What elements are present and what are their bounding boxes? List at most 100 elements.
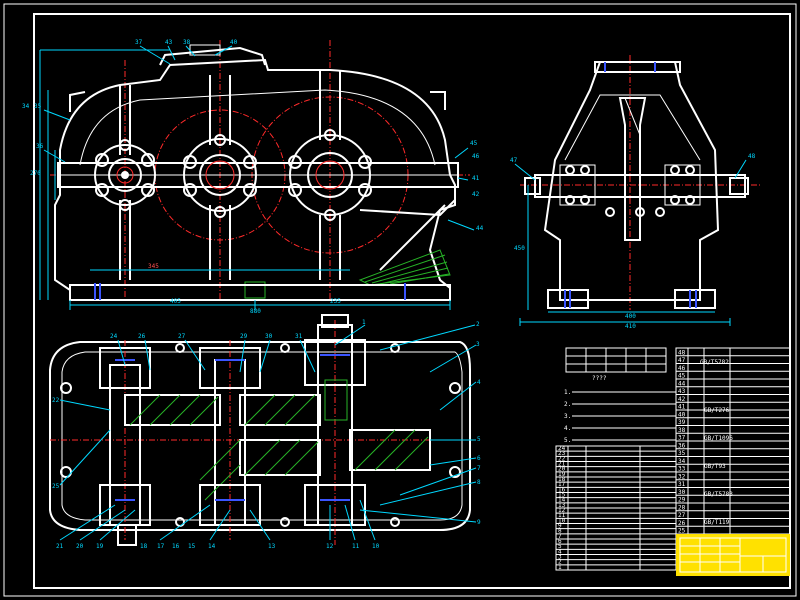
balloon-label: 40: [230, 39, 238, 46]
dimension-lines: [39, 49, 451, 310]
gear-section: [124, 394, 431, 501]
parts-row-number: 4: [558, 548, 562, 555]
note-line: 5.: [564, 437, 571, 444]
parts-row-number: 38: [678, 427, 686, 434]
balloon-label: 46: [472, 153, 480, 160]
bearing-housing: [94, 144, 156, 206]
balloon-label: 14: [208, 543, 216, 550]
dim-label: 270: [30, 170, 41, 177]
note-line: 2.: [564, 401, 571, 408]
balloon-label: 16: [172, 543, 180, 550]
std-code: GB/T1096: [704, 435, 733, 442]
note-line: 3.: [564, 413, 571, 420]
parts-row-number: 1: [558, 564, 562, 571]
balloon-label: 7: [477, 465, 481, 472]
parts-row-number: 46: [678, 365, 686, 372]
balloon-label: 27: [178, 333, 186, 340]
balloon-label: 43: [165, 39, 173, 46]
parts-row-number: 26: [678, 520, 686, 527]
parts-row-number: 11: [558, 512, 566, 519]
parts-row-number: 41: [678, 404, 686, 411]
parts-row-number: 32: [678, 473, 686, 480]
balloon-label: 19: [96, 543, 104, 550]
parts-row-number: 18: [558, 476, 566, 483]
balloon-label: 20: [76, 543, 84, 550]
balloon-label: 3: [476, 341, 480, 348]
side-view: [519, 55, 760, 326]
parts-row-number: 20: [558, 466, 566, 473]
balloon-label: 37: [135, 39, 143, 46]
parts-row-number: 42: [678, 396, 686, 403]
balloon-label: 48: [748, 153, 756, 160]
balloon-label: 35: [34, 103, 42, 110]
parts-row-number: 30: [678, 489, 686, 496]
balloon-label: 6: [477, 455, 481, 462]
parts-row-number: 28: [678, 504, 686, 511]
balloon-label: 29: [240, 333, 248, 340]
outer-frame: [3, 3, 797, 597]
parts-row-number: 25: [678, 528, 686, 535]
parts-row-number: 14: [558, 497, 566, 504]
parts-row-number: 24: [558, 445, 566, 452]
top-view: [49, 314, 471, 546]
balloon-label: 2: [476, 321, 480, 328]
balloon-label: 12: [326, 543, 334, 550]
parts-list: 242322212019181716151413121110987654321 …: [555, 347, 791, 571]
parts-row-number: 6: [558, 538, 562, 545]
parts-row-number: 13: [558, 502, 566, 509]
parts-row-number: 8: [558, 528, 562, 535]
std-code: GB/T5782: [700, 359, 729, 366]
std-code: GB/T119: [704, 519, 730, 526]
bearing-housing: [289, 134, 371, 216]
balloon-label: 17: [157, 543, 165, 550]
balloon-label: 9: [477, 519, 481, 526]
parts-row-number: 37: [678, 435, 686, 442]
parts-row-number: 19: [558, 471, 566, 478]
balloon-label: 24: [110, 333, 118, 340]
balloon-label: 45: [470, 140, 478, 147]
parts-row-number: 47: [678, 357, 686, 364]
parts-row-number: 34: [678, 458, 686, 465]
balloon-label: 21: [56, 543, 64, 550]
balloon-label: 11: [352, 543, 360, 550]
inner-frame: [33, 13, 791, 589]
parts-row-number: 45: [678, 373, 686, 380]
std-code: GB/T93: [704, 463, 726, 470]
parts-row-number: 31: [678, 481, 686, 488]
parts-row-number: 17: [558, 481, 566, 488]
balloon-label: 44: [476, 225, 484, 232]
parts-row-number: 22: [558, 455, 566, 462]
parts-row-number: 35: [678, 450, 686, 457]
balloon-label: 34: [22, 103, 30, 110]
dim-label: 450: [514, 245, 525, 252]
parts-row-number: 36: [678, 442, 686, 449]
balloon-label: 25: [52, 483, 60, 490]
parts-row-number: 2: [558, 559, 562, 566]
parts-row-number: 10: [558, 517, 566, 524]
balloon-label: 18: [140, 543, 148, 550]
balloon-label: 10: [372, 543, 380, 550]
balloon-label: 4: [477, 379, 481, 386]
balloon-label: 38: [183, 39, 191, 46]
dim-label: 345: [148, 263, 159, 270]
parts-row-number: 16: [558, 486, 566, 493]
parts-row-number: 3: [558, 553, 562, 560]
parts-row-number: 15: [558, 491, 566, 498]
dim-label: 235: [330, 298, 341, 305]
parts-row-number: 12: [558, 507, 566, 514]
parts-row-number: 9: [558, 522, 562, 529]
std-code: GB/T276: [704, 407, 730, 414]
parts-row-number: 29: [678, 497, 686, 504]
balloon-label: 8: [477, 479, 481, 486]
balloon-label: 31: [295, 333, 303, 340]
parts-row-number: 21: [558, 460, 566, 467]
balloon-label: 30: [265, 333, 273, 340]
front-view: [39, 40, 470, 310]
balloon-label: 36: [36, 143, 44, 150]
parts-row-number: 44: [678, 380, 686, 387]
bearing-housing: [183, 138, 257, 212]
parts-row-number: 48: [678, 349, 686, 356]
parts-row-number: 33: [678, 466, 686, 473]
